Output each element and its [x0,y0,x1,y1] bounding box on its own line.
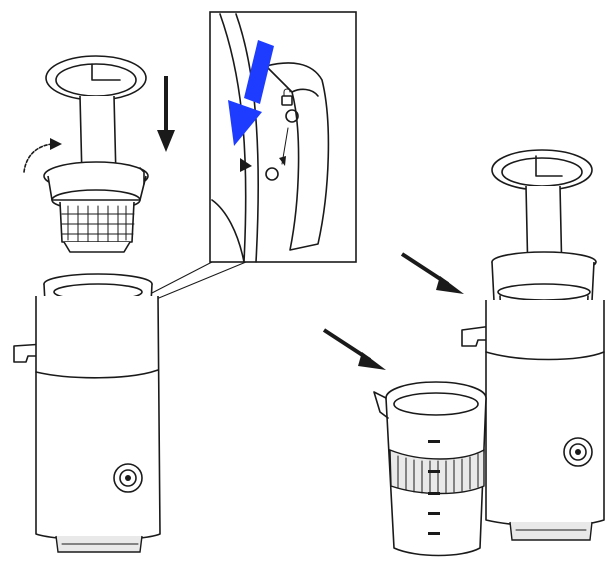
cup-measurement-marks [428,440,440,535]
strainer-assembly-left [43,161,149,253]
lock-detail-inset [209,11,357,263]
rotate-arrow-icon [23,138,62,173]
feed-chute-left [45,55,147,189]
juicer-base-right [461,251,605,541]
strainer-mesh [61,205,135,243]
control-dial-right [563,437,593,467]
triangle-marker-icon [240,158,252,172]
blue-rotate-arrow-icon [228,40,274,146]
lock-open-icon [281,88,293,106]
control-dial [113,463,143,493]
lock-closed-icon [265,167,279,181]
down-arrow-icon [157,76,175,152]
inset-leader-lines [149,261,247,301]
arrow-to-bowl-icon [400,252,464,294]
juicer-base-left [13,273,161,553]
juice-cup [373,381,487,557]
cup-grip-texture [397,453,479,495]
arrow-to-cup-icon [322,328,386,370]
